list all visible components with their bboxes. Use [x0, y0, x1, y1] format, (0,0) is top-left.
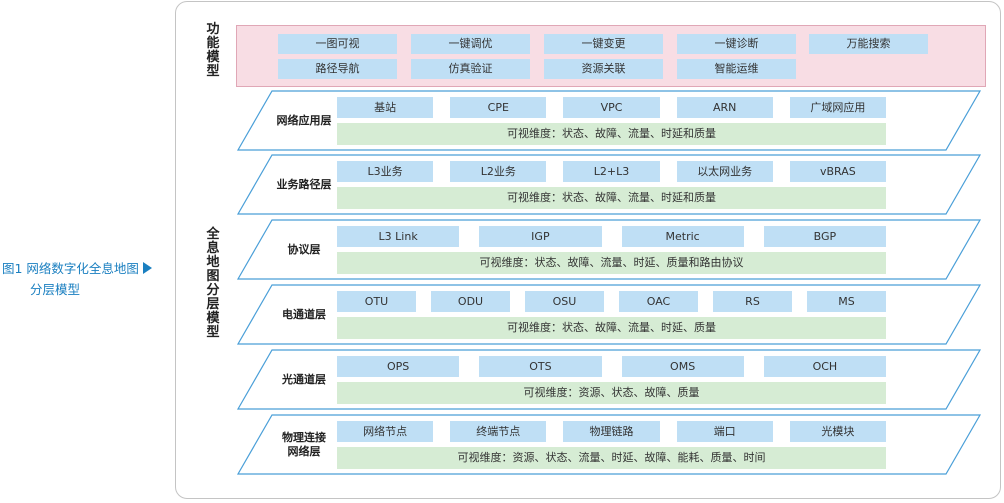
visual-dimension-bar: 可视维度：状态、故障、流量、时延、质量 — [337, 317, 886, 339]
function-item[interactable]: 万能搜索 — [809, 34, 928, 54]
layer-item[interactable]: OCH — [763, 356, 886, 377]
layer-name: 电通道层 — [282, 307, 326, 321]
layer-name: 协议层 — [287, 242, 321, 256]
layer-item[interactable]: 端口 — [676, 421, 773, 442]
layer-item[interactable]: OMS — [621, 356, 744, 377]
layer-item[interactable]: 基站 — [337, 97, 434, 118]
layer-item[interactable]: OSU — [525, 291, 604, 312]
layer-item[interactable]: VPC — [563, 97, 660, 118]
layer-item[interactable]: BGP — [763, 226, 886, 247]
visual-dimension-bar: 可视维度：状态、故障、流量、时延、质量和路由协议 — [337, 252, 886, 274]
function-item[interactable]: 一图可视 — [278, 34, 397, 54]
layer-item[interactable]: L3 Link — [337, 226, 460, 247]
layer-name: 网络应用层 — [276, 113, 332, 127]
visual-dimension-bar: 可视维度：状态、故障、流量、时延和质量 — [337, 187, 886, 209]
function-item[interactable]: 一键变更 — [544, 34, 663, 54]
layer-item[interactable]: MS — [807, 291, 886, 312]
figure-caption: 图1 网络数字化全息地图 分层模型 — [2, 258, 172, 300]
holographic-map-title: 全息地图分层模型 — [206, 227, 220, 340]
layer-item[interactable]: ARN — [676, 97, 773, 118]
visual-dimension-bar: 可视维度：资源、状态、故障、质量 — [337, 382, 886, 404]
layer-name: 物理连接网络层 — [282, 430, 326, 458]
layer-name: 业务路径层 — [276, 177, 332, 191]
function-item[interactable]: 仿真验证 — [411, 59, 530, 79]
layer-item[interactable]: 以太网业务 — [676, 161, 773, 182]
caption-line-2: 分层模型 — [30, 282, 81, 297]
visual-dimension-bar: 可视维度：资源、状态、流量、时延、故障、能耗、质量、时间 — [337, 447, 886, 469]
caption-line-1: 图1 网络数字化全息地图 — [2, 261, 139, 276]
layer-name: 光通道层 — [282, 372, 326, 386]
triangle-right-icon — [142, 262, 152, 274]
function-item[interactable]: 资源关联 — [544, 59, 663, 79]
layer-item[interactable]: CPE — [450, 97, 547, 118]
function-item[interactable]: 智能运维 — [677, 59, 796, 79]
layer-item[interactable]: OPS — [337, 356, 460, 377]
visual-dimension-bar: 可视维度：状态、故障、流量、时延和质量 — [337, 123, 886, 145]
layer-item[interactable]: L3业务 — [337, 161, 434, 182]
layer-item[interactable]: 终端节点 — [450, 421, 547, 442]
layer-item[interactable]: OTU — [337, 291, 416, 312]
layer-item[interactable]: Metric — [621, 226, 744, 247]
layer-item[interactable]: vBRAS — [789, 161, 886, 182]
function-model-title: 功能模型 — [206, 22, 220, 79]
layer-item[interactable]: OAC — [619, 291, 698, 312]
function-item[interactable]: 路径导航 — [278, 59, 397, 79]
layer-item[interactable]: RS — [713, 291, 792, 312]
layer-item[interactable]: L2业务 — [450, 161, 547, 182]
layer-item[interactable]: ODU — [431, 291, 510, 312]
layer-item[interactable]: OTS — [479, 356, 602, 377]
function-item[interactable]: 一键诊断 — [677, 34, 796, 54]
layer-item[interactable]: IGP — [479, 226, 602, 247]
layer-item[interactable]: 光模块 — [789, 421, 886, 442]
layer-item[interactable]: 网络节点 — [337, 421, 434, 442]
layer-item[interactable]: 物理链路 — [563, 421, 660, 442]
function-item[interactable]: 一键调优 — [411, 34, 530, 54]
layer-item[interactable]: L2+L3 — [563, 161, 660, 182]
layer-item[interactable]: 广域网应用 — [789, 97, 886, 118]
